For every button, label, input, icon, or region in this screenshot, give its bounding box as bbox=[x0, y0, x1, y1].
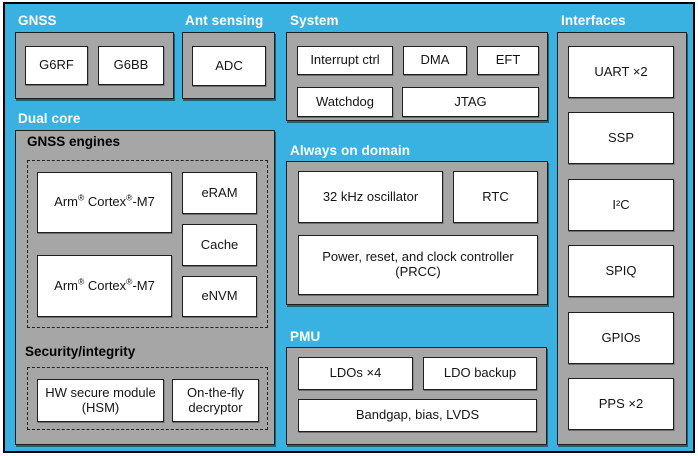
block-i2c: I²C bbox=[568, 179, 674, 231]
block-watchdog: Watchdog bbox=[297, 87, 393, 117]
block-envm: eNVM bbox=[182, 276, 257, 317]
registered-mark: ® bbox=[78, 276, 85, 287]
section-label-always-on-domain: Always on domain bbox=[290, 143, 411, 158]
block-spiq: SPIQ bbox=[568, 245, 674, 297]
block-ldos: LDOs ×4 bbox=[298, 357, 413, 390]
block-32khz-oscillator: 32 kHz oscillator bbox=[298, 171, 443, 223]
block-g6rf: G6RF bbox=[25, 46, 88, 85]
section-label-system: System bbox=[290, 13, 339, 28]
block-arm-cortex-m7-1: Arm® Cortex®-M7 bbox=[37, 172, 172, 233]
block-uart: UART ×2 bbox=[568, 46, 674, 98]
block-hw-secure-module: HW secure module(HSM) bbox=[37, 379, 164, 422]
section-label-ant-sensing: Ant sensing bbox=[185, 13, 264, 28]
block-cache: Cache bbox=[182, 224, 257, 266]
gnss-engines-label: GNSS engines bbox=[27, 134, 121, 149]
security-integrity-label: Security/integrity bbox=[25, 344, 136, 359]
block-g6bb: G6BB bbox=[98, 46, 164, 85]
block-ldo-backup: LDO backup bbox=[423, 357, 537, 390]
block-gpios: GPIOs bbox=[568, 312, 674, 364]
block-jtag: JTAG bbox=[402, 87, 539, 117]
block-adc: ADC bbox=[192, 46, 266, 86]
block-pps: PPS ×2 bbox=[568, 378, 674, 430]
section-label-dual-core: Dual core bbox=[18, 111, 81, 126]
block-ssp: SSP bbox=[568, 112, 674, 164]
registered-mark: ® bbox=[78, 192, 85, 203]
block-rtc: RTC bbox=[453, 171, 538, 223]
block-interrupt-ctrl: Interrupt ctrl bbox=[297, 46, 393, 75]
registered-mark: ® bbox=[126, 276, 133, 287]
block-bandgap-bias-lvds: Bandgap, bias, LVDS bbox=[298, 399, 537, 432]
interfaces-container bbox=[557, 32, 687, 445]
section-label-pmu: PMU bbox=[290, 329, 321, 344]
block-arm-cortex-m7-2: Arm® Cortex®-M7 bbox=[37, 255, 172, 317]
registered-mark: ® bbox=[126, 192, 133, 203]
block-dma: DMA bbox=[403, 46, 467, 75]
section-label-interfaces: Interfaces bbox=[561, 13, 626, 28]
block-eft: EFT bbox=[477, 46, 539, 75]
block-eram: eRAM bbox=[182, 172, 257, 214]
block-prcc: Power, reset, and clock controller(PRCC) bbox=[298, 235, 538, 295]
gnss-engines-group bbox=[27, 160, 268, 328]
security-integrity-group bbox=[27, 367, 268, 430]
section-label-gnss: GNSS bbox=[18, 13, 57, 28]
